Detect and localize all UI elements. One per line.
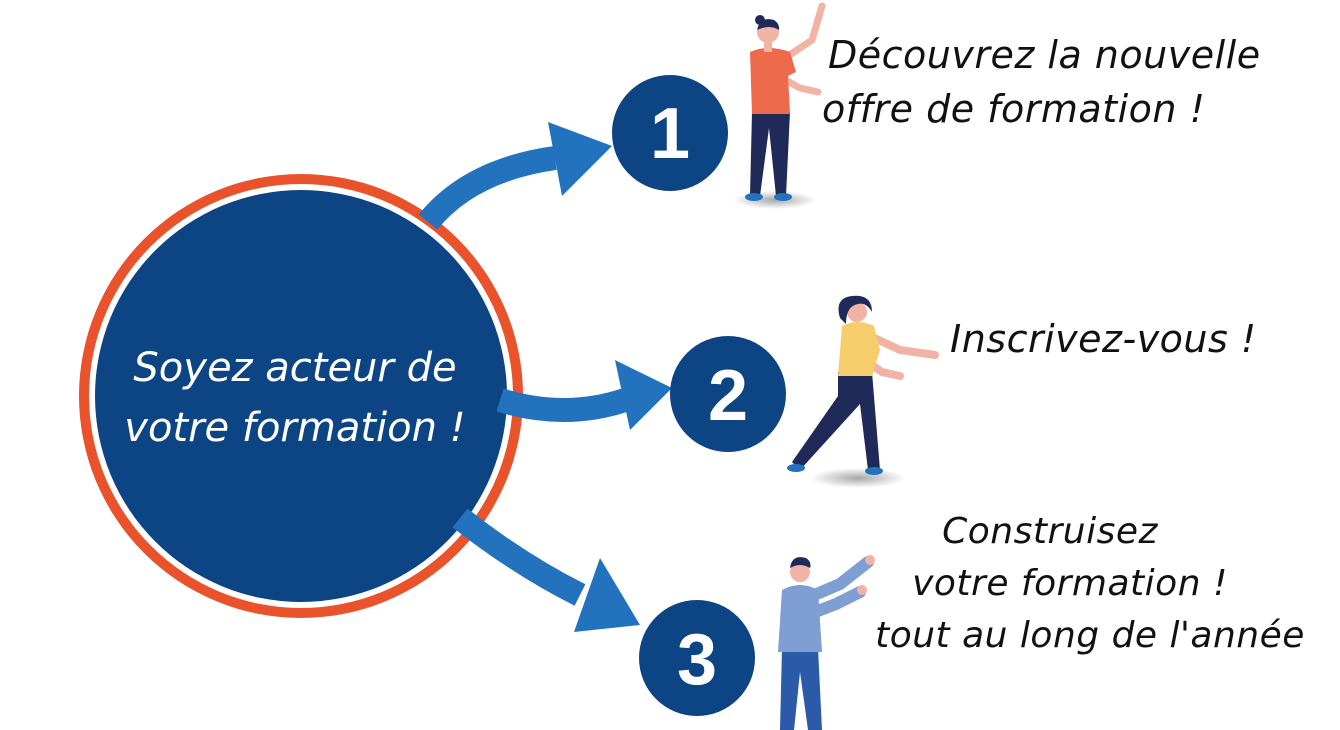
step-2-text-line-1: Inscrivez-vous !: [950, 312, 1257, 366]
step-3-text-line-2: votre formation !: [830, 558, 1310, 610]
arrow-to-step-1: [428, 122, 612, 222]
person-pushing-icon: [787, 296, 935, 488]
arrow-to-step-2: [500, 360, 672, 430]
step-3-text-line-3: tout au long de l'année: [870, 610, 1310, 662]
step-3-badge: 3: [639, 600, 755, 716]
step-2-text: Inscrivez-vous !: [950, 312, 1257, 366]
central-message-line-1: Soyez acteur de: [95, 338, 495, 398]
step-1-number: 1: [650, 94, 690, 174]
step-3-text-line-1: Construisez: [790, 506, 1310, 558]
arrow-to-step-3: [460, 518, 640, 632]
step-2-badge: 2: [670, 336, 786, 452]
step-3-number: 3: [677, 620, 717, 700]
central-message: Soyez acteur de votre formation !: [95, 338, 495, 458]
central-message-line-2: votre formation !: [95, 398, 495, 458]
step-1-text-line-2: offre de formation !: [822, 82, 1261, 136]
step-1-badge: 1: [612, 75, 728, 191]
step-3-text: Construisez votre formation ! tout au lo…: [870, 506, 1310, 662]
step-1-text-line-1: Découvrez la nouvelle: [828, 28, 1261, 82]
step-1-text: Découvrez la nouvelle offre de formation…: [828, 28, 1261, 136]
person-pointing-icon: [733, 6, 822, 209]
step-2-number: 2: [708, 356, 748, 436]
